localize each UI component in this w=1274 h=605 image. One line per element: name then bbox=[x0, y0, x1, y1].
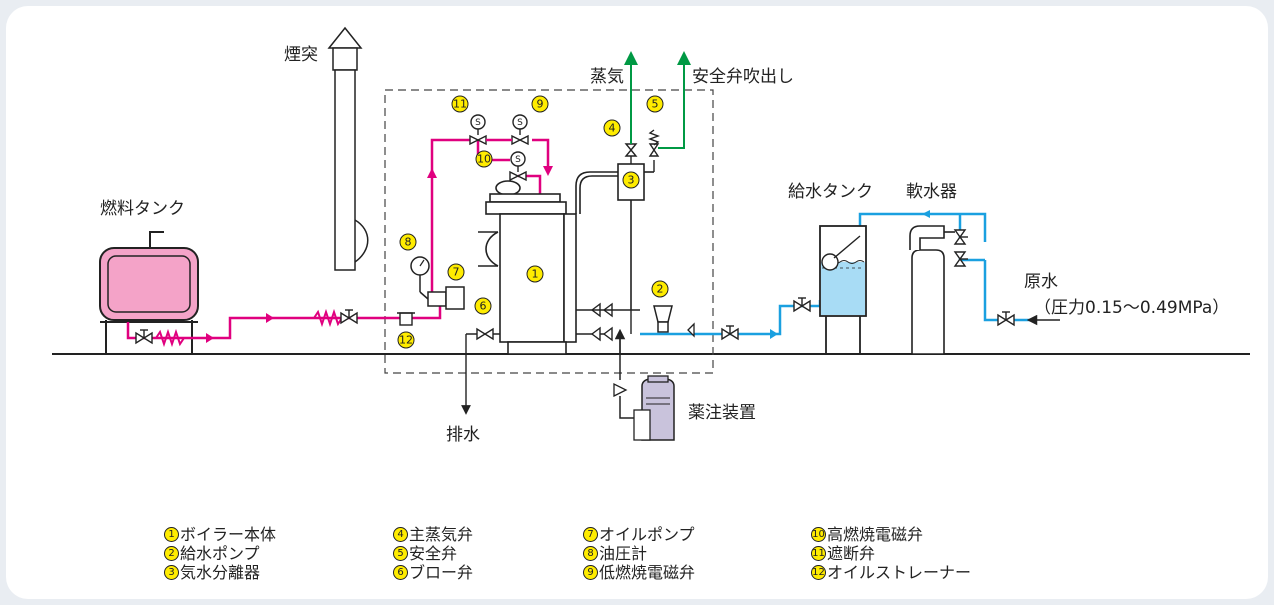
fuel-tank bbox=[99, 231, 199, 354]
raw-water-label: 原水 bbox=[1024, 272, 1058, 292]
oil-pump bbox=[427, 286, 465, 310]
badge-10: 10 bbox=[475, 150, 493, 168]
svg-text:10: 10 bbox=[477, 153, 491, 166]
svg-text:4: 4 bbox=[609, 122, 616, 135]
safety-blow-line bbox=[658, 51, 691, 149]
water-valve-icon bbox=[721, 229, 1015, 341]
diagram-card: S S S bbox=[6, 6, 1268, 599]
fuel-tank-label: 燃料タンク bbox=[100, 199, 185, 219]
boiler-system-diagram: S S S bbox=[52, 26, 1250, 445]
safety-valve bbox=[648, 129, 660, 172]
oil-pressure-gauge bbox=[410, 256, 430, 300]
chimney bbox=[327, 26, 369, 271]
fuel-hose-1 bbox=[155, 328, 185, 348]
svg-text:11: 11 bbox=[453, 98, 467, 111]
blow-valve bbox=[461, 327, 500, 415]
badge-7: 7 bbox=[447, 263, 465, 281]
svg-text:2: 2 bbox=[657, 283, 664, 296]
svg-text:S: S bbox=[517, 118, 523, 128]
chemical-injector bbox=[613, 354, 675, 441]
feed-tank-label: 給水タンク bbox=[788, 182, 873, 202]
boiler-unit-boundary bbox=[384, 89, 714, 374]
badge-2: 2 bbox=[651, 280, 669, 298]
main-steam-valve bbox=[624, 143, 638, 164]
water-softener bbox=[909, 225, 955, 355]
feed-water-check-valves bbox=[576, 302, 640, 354]
svg-text:8: 8 bbox=[405, 236, 412, 249]
badge-4: 4 bbox=[603, 119, 621, 137]
fuel-valve-icon bbox=[135, 309, 358, 345]
fuel-hose-2 bbox=[313, 308, 343, 328]
badge-5: 5 bbox=[646, 95, 664, 113]
fuel-flow-arrows bbox=[206, 166, 553, 343]
badge-9: 9 bbox=[531, 95, 549, 113]
badge-12: 12 bbox=[397, 331, 415, 349]
safety-blow-label: 安全弁吹出し bbox=[692, 67, 794, 87]
svg-text:S: S bbox=[475, 118, 481, 128]
svg-text:7: 7 bbox=[453, 266, 460, 279]
badge-6: 6 bbox=[474, 297, 492, 315]
svg-text:3: 3 bbox=[628, 174, 635, 187]
oil-strainer bbox=[397, 312, 415, 326]
drain-label: 排水 bbox=[446, 425, 480, 445]
svg-text:S: S bbox=[515, 155, 521, 165]
chimney-label: 煙突 bbox=[284, 45, 318, 65]
pressure-label: （圧力0.15〜0.49MPa） bbox=[1034, 298, 1229, 318]
svg-text:6: 6 bbox=[480, 300, 487, 313]
svg-text:9: 9 bbox=[537, 98, 544, 111]
boiler-body bbox=[478, 180, 577, 355]
solenoid-s-label: S S S bbox=[475, 118, 523, 165]
svg-text:12: 12 bbox=[399, 334, 413, 347]
feed-water-pump bbox=[653, 305, 673, 333]
chem-injector-label: 薬注装置 bbox=[688, 403, 756, 423]
feed-water-tank bbox=[819, 225, 867, 354]
svg-text:5: 5 bbox=[652, 98, 659, 111]
svg-text:1: 1 bbox=[532, 268, 539, 281]
badge-8: 8 bbox=[399, 233, 417, 251]
badge-1: 1 bbox=[526, 265, 544, 283]
badge-3: 3 bbox=[622, 171, 640, 189]
check-valve-icon bbox=[687, 322, 695, 338]
badge-11: 11 bbox=[451, 95, 469, 113]
steam-separator bbox=[575, 163, 654, 310]
water-flow-arrows bbox=[770, 210, 930, 339]
steam-label: 蒸気 bbox=[590, 67, 624, 87]
softener-label: 軟水器 bbox=[906, 182, 957, 202]
